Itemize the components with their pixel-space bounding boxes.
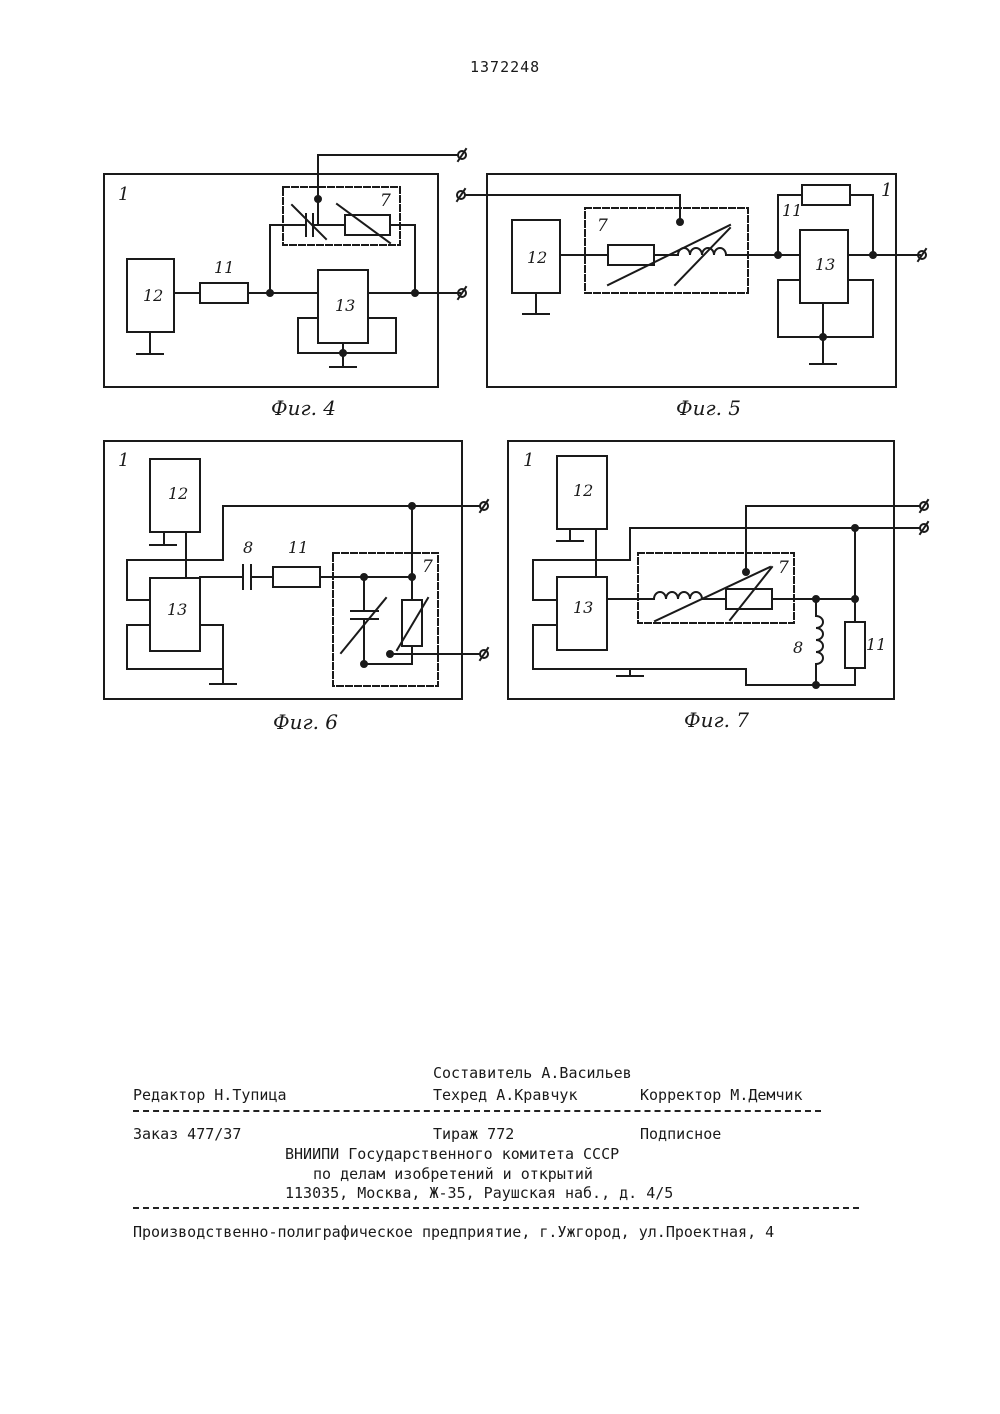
svg-text:7: 7 — [778, 558, 789, 578]
imprint-corrector: Корректор М.Демчик — [640, 1086, 803, 1104]
imprint-divider-bottom — [133, 1207, 859, 1209]
svg-text:11: 11 — [288, 538, 308, 557]
svg-text:7: 7 — [422, 557, 433, 577]
svg-text:13: 13 — [167, 600, 187, 619]
svg-text:12: 12 — [527, 248, 547, 267]
fig5-caption: Фиг. 5 — [676, 396, 741, 420]
svg-text:11: 11 — [214, 258, 234, 277]
fig4-varistor — [345, 215, 390, 235]
fig7-inductor — [654, 592, 702, 599]
svg-text:12: 12 — [168, 484, 188, 503]
svg-text:7: 7 — [380, 191, 391, 211]
imprint-techred: Техред А.Кравчук — [433, 1086, 578, 1104]
svg-text:8: 8 — [243, 538, 253, 557]
svg-text:12: 12 — [573, 481, 593, 500]
svg-text:13: 13 — [815, 255, 835, 274]
circuit-figures: 1 7 11 12 13 1 7 — [0, 0, 1000, 780]
svg-text:1: 1 — [523, 450, 534, 471]
fig7-varistor — [726, 589, 772, 609]
fig5-resistor-11 — [802, 185, 850, 205]
imprint-editor: Редактор Н.Тупица — [133, 1086, 287, 1104]
figure-5-diagram: 1 7 11 12 13 — [457, 174, 926, 387]
imprint-circulation: Тираж 772 — [433, 1125, 514, 1143]
fig7-resistor-11 — [845, 622, 865, 668]
imprint-order: Заказ 477/37 — [133, 1125, 241, 1143]
svg-text:13: 13 — [335, 296, 355, 315]
imprint-printer: Производственно-полиграфическое предприя… — [133, 1223, 774, 1241]
svg-text:1: 1 — [118, 184, 129, 205]
fig7-inductor-8 — [816, 616, 823, 664]
svg-text:1: 1 — [118, 450, 129, 471]
fig4-caption: Фиг. 4 — [271, 396, 336, 420]
imprint-subscription: Подписное — [640, 1125, 721, 1143]
fig7-device-frame — [508, 441, 894, 699]
imprint-address: 113035, Москва, Ж-35, Раушская наб., д. … — [285, 1184, 673, 1202]
svg-text:11: 11 — [866, 635, 886, 654]
fig6-resistor-11 — [273, 567, 320, 587]
figure-7-diagram: 1 7 8 11 12 13 — [508, 441, 928, 699]
svg-text:13: 13 — [573, 598, 593, 617]
fig6-caption: Фиг. 6 — [273, 710, 338, 734]
imprint-org-line1: ВНИИПИ Государственного комитета СССР — [285, 1145, 619, 1163]
figure-6-diagram: 1 7 8 11 12 13 — [104, 441, 488, 699]
fig5-inductor — [678, 248, 726, 255]
svg-text:7: 7 — [597, 216, 608, 236]
figure-4-diagram: 1 7 11 12 13 — [104, 149, 466, 387]
imprint-compiler: Составитель А.Васильев — [433, 1064, 632, 1082]
imprint-org-line2: по делам изобретений и открытий — [313, 1165, 593, 1183]
fig7-caption: Фиг. 7 — [684, 708, 749, 732]
svg-text:11: 11 — [782, 201, 802, 220]
fig4-resistor-11 — [200, 283, 248, 303]
fig6-device-frame — [104, 441, 462, 699]
svg-text:8: 8 — [793, 638, 803, 657]
fig5-varistor — [608, 245, 654, 265]
imprint-divider-top — [133, 1110, 821, 1112]
svg-text:1: 1 — [881, 180, 892, 201]
svg-text:12: 12 — [143, 286, 163, 305]
